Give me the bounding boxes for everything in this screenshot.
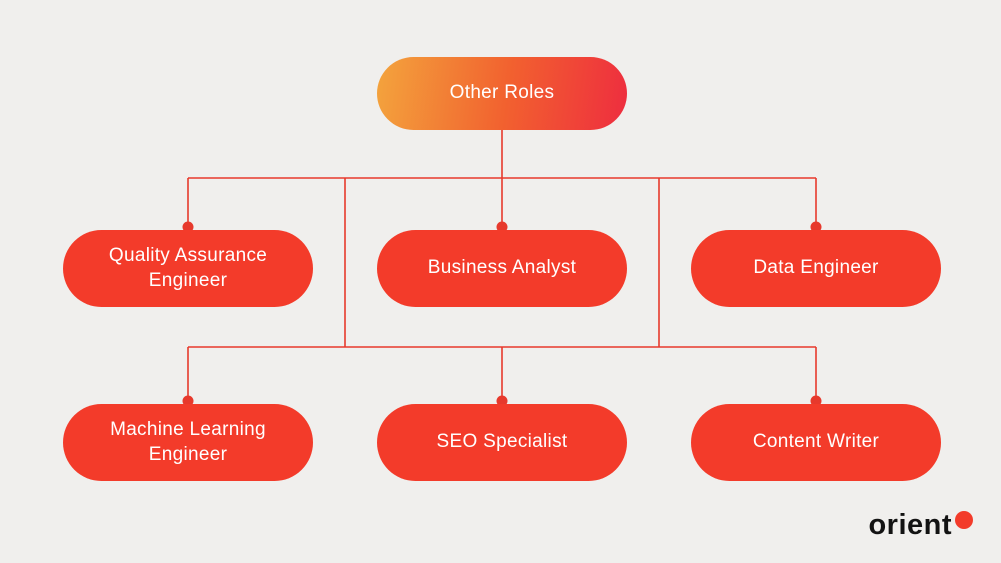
node-label: Other Roles [449, 82, 555, 104]
node-label: Business Analyst [427, 257, 577, 279]
node-label: Machine Learning Engineer [110, 418, 266, 465]
node-data-engineer: Data Engineer [691, 230, 941, 307]
node-label: Content Writer [752, 431, 880, 453]
node-seo-specialist: SEO Specialist [377, 404, 627, 481]
node-label: Quality Assurance Engineer [108, 244, 268, 291]
node-label: SEO Specialist [436, 431, 568, 453]
brand-logo-text: orient [868, 509, 952, 541]
node-business-analyst: Business Analyst [377, 230, 627, 307]
node-content-writer: Content Writer [691, 404, 941, 481]
brand-logo: orient [868, 509, 973, 542]
node-label: Data Engineer [753, 257, 879, 279]
node-machine-learning-engineer: Machine Learning Engineer [63, 404, 313, 481]
node-quality-assurance-engineer: Quality Assurance Engineer [63, 230, 313, 307]
brand-logo-dot-icon [955, 511, 973, 529]
node-other-roles: Other Roles [377, 57, 627, 130]
